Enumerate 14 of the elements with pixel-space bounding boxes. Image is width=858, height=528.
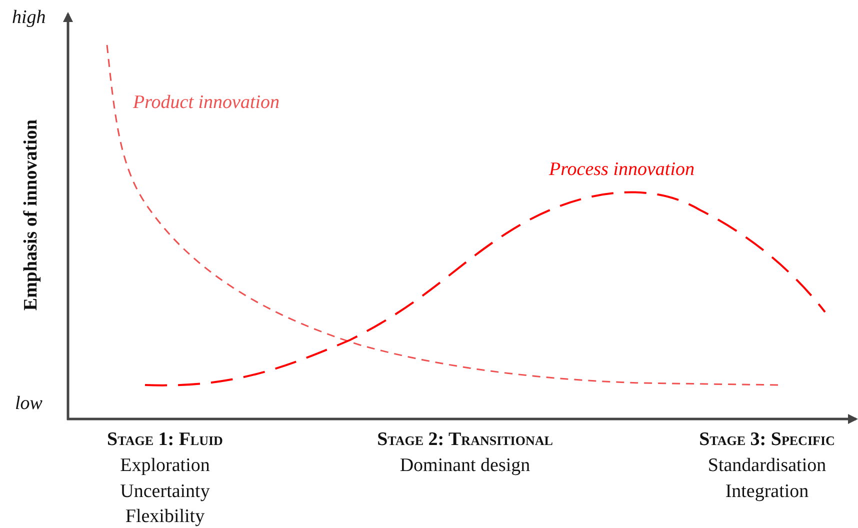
curve-label: Product innovation xyxy=(133,93,280,114)
stage-trait: Flexibility xyxy=(125,507,205,528)
axis-title: Emphasis of innovation xyxy=(22,119,42,311)
stage-trait: Dominant design xyxy=(400,456,530,477)
axis-low-label: low xyxy=(15,394,42,415)
stage-trait: Exploration xyxy=(120,456,210,477)
stage-trait: Standardisation xyxy=(708,456,826,477)
curve-label: Process innovation xyxy=(549,160,694,181)
stage-trait: Integration xyxy=(725,482,809,503)
stage-heading: Stage 2: Transitional xyxy=(377,430,553,451)
axis-high-label: high xyxy=(12,8,46,29)
stage-heading: Stage 3: Specific xyxy=(699,430,835,451)
stage-heading: Stage 1: Fluid xyxy=(107,430,223,451)
stage-trait: Uncertainty xyxy=(120,482,210,503)
